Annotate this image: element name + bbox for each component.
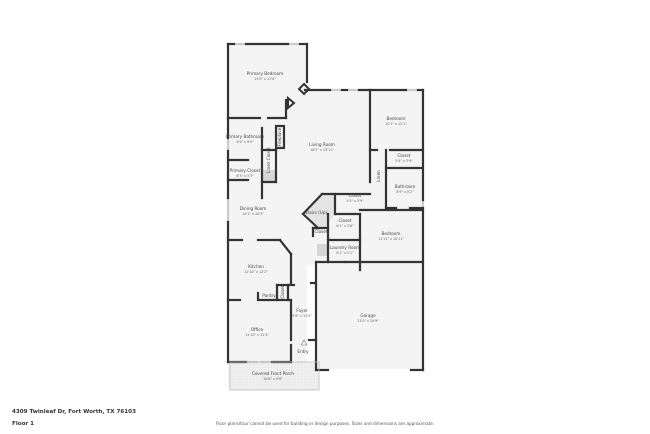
room-primary-closet: Primary Closet	[230, 168, 261, 173]
room-pantry: Pantry	[262, 293, 276, 298]
door-markers	[287, 82, 311, 111]
entry-arrow-icon	[300, 339, 308, 346]
room-bedroom-2: Bedroom	[382, 231, 401, 236]
svg-text:9'9" x 9'0": 9'9" x 9'0"	[236, 140, 254, 144]
room-laundry: Laundry Room	[330, 245, 360, 250]
disclaimer: Floor plans/tour cannot be used for buil…	[215, 421, 435, 426]
room-garage: Garage	[360, 313, 376, 318]
svg-text:5'5" x 3'9": 5'5" x 3'9"	[346, 199, 364, 203]
svg-text:15'0" x 13'0": 15'0" x 13'0"	[254, 77, 276, 81]
room-closet-3: Closet	[338, 218, 351, 223]
property-address: 4309 Twinleaf Dr, Fort Worth, TX 76103	[12, 409, 136, 415]
svg-text:6'3" x 5'3": 6'3" x 5'3"	[236, 174, 254, 178]
label-linen: Linen	[376, 170, 381, 182]
room-closet-4: Closet	[314, 229, 327, 234]
room-bathroom: Bathroom	[395, 184, 416, 189]
room-labels: Primary Bedroom 15'0" x 13'0" Primary Ba…	[226, 71, 415, 381]
room-covered-porch: Covered Front Porch	[252, 371, 295, 376]
room-foyer: Foyer	[296, 308, 308, 313]
room-kitchen: Kitchen	[248, 264, 264, 269]
room-living-room: Living Room	[309, 142, 335, 147]
label-kitchen-closet: Closet	[280, 285, 285, 298]
room-primary-bathroom: Primary Bathroom	[226, 134, 264, 139]
label-linen-closet: Linen Closet	[266, 147, 271, 173]
stairs-up: Stairs (Up)	[305, 210, 328, 215]
svg-text:11'10" x 11'4": 11'10" x 11'4"	[245, 333, 269, 337]
porch-outline	[229, 361, 320, 391]
room-dining-room: Dining Room	[240, 206, 267, 211]
svg-text:21'0" x 20'9": 21'0" x 20'9"	[357, 319, 379, 323]
svg-text:8'9" x 8'2": 8'9" x 8'2"	[396, 190, 414, 194]
floor-fills	[228, 44, 423, 390]
svg-text:11'10" x 12'2": 11'10" x 12'2"	[244, 270, 268, 274]
svg-text:5'8" x 11'5": 5'8" x 11'5"	[292, 314, 312, 318]
svg-text:6'1" x 5'6": 6'1" x 5'6"	[336, 224, 354, 228]
svg-text:8'1" x 5'1": 8'1" x 5'1"	[336, 251, 354, 255]
label-fireplace: Fireplace	[277, 127, 282, 146]
porch-area	[230, 362, 319, 390]
svg-text:18'2" x 19'11": 18'2" x 19'11"	[310, 148, 334, 152]
room-office: Office	[251, 327, 264, 332]
walls	[226, 42, 425, 372]
room-closet-2: Closet	[348, 193, 361, 198]
svg-text:5'4" x 3'9": 5'4" x 3'9"	[395, 159, 413, 163]
svg-text:10'1" x 10'3": 10'1" x 10'3"	[242, 212, 264, 216]
floor-label: Floor 1	[12, 421, 35, 427]
room-closet-1: Closet	[397, 153, 410, 158]
room-bedroom-1: Bedroom	[387, 116, 406, 121]
svg-text:10'1" x 12'1": 10'1" x 12'1"	[385, 122, 407, 126]
svg-text:18'6" x 9'8": 18'6" x 9'8"	[263, 377, 283, 381]
svg-text:11'11" x 10'11": 11'11" x 10'11"	[378, 237, 404, 241]
room-primary-bedroom: Primary Bedroom	[247, 71, 283, 76]
room-entry: Entry	[297, 349, 309, 354]
